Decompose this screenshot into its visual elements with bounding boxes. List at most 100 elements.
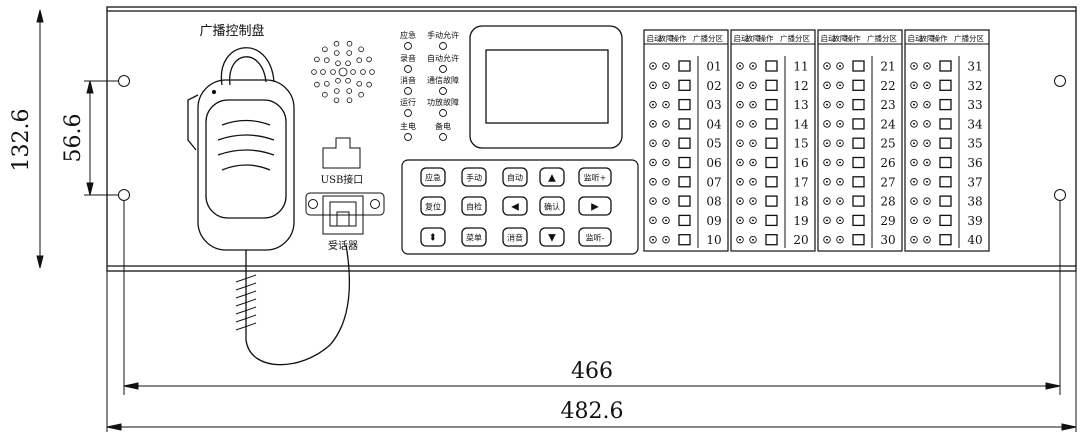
keypad-button-label: ▲	[548, 173, 556, 184]
zone-fault-lamp	[836, 178, 844, 186]
zone-number: 32	[967, 79, 982, 93]
keypad-button[interactable]	[461, 196, 487, 216]
microphone[interactable]	[187, 47, 351, 366]
zone-start-lamp	[823, 62, 831, 70]
zone-start-lamp-center	[652, 142, 654, 145]
keypad-button[interactable]	[461, 227, 487, 247]
zone-start-lamp	[823, 120, 831, 128]
zone-operate-button[interactable]	[678, 98, 691, 111]
zone-operate-button[interactable]	[765, 176, 778, 188]
zone-operate-button[interactable]	[678, 156, 691, 169]
zone-panel	[730, 29, 816, 252]
zone-start-lamp-center	[826, 122, 828, 125]
speaker-dot	[314, 81, 320, 88]
indicator-label: 录音	[400, 53, 416, 63]
keypad-button[interactable]	[420, 227, 446, 247]
zone-operate-button[interactable]	[765, 60, 778, 72]
keypad: 应急手动自动▲监听+复位自检◀确认▶⬍菜单消音▼监听-	[420, 167, 612, 247]
zone-operate-button[interactable]	[765, 79, 778, 91]
zone-operate-button[interactable]	[939, 98, 952, 111]
zone-start-lamp-center	[652, 122, 654, 125]
zone-operate-button[interactable]	[939, 195, 952, 207]
zone-operate-button[interactable]	[852, 214, 865, 227]
zone-operate-button[interactable]	[678, 234, 691, 246]
zone-operate-button[interactable]	[852, 79, 865, 91]
zone-number: 23	[880, 98, 895, 112]
zone-operate-button[interactable]	[852, 137, 865, 149]
zone-start-lamp	[649, 62, 657, 70]
zone-operate-button[interactable]	[939, 79, 952, 91]
zone-operate-button[interactable]	[939, 234, 952, 246]
speaker-dot	[346, 88, 353, 94]
zone-operate-button[interactable]	[852, 98, 865, 111]
zone-fault-lamp-center	[752, 84, 754, 87]
keypad-button[interactable]	[502, 167, 528, 187]
zone-operate-button[interactable]	[765, 118, 778, 130]
zone-operate-button[interactable]	[852, 176, 865, 188]
usb-port[interactable]	[322, 137, 361, 169]
keypad-button[interactable]	[502, 196, 528, 216]
zone-fault-lamp-center	[665, 161, 667, 164]
keypad-button[interactable]	[578, 196, 612, 216]
zone-start-lamp-center	[652, 103, 654, 106]
zone-start-lamp	[736, 81, 744, 90]
zone-operate-button[interactable]	[678, 214, 691, 227]
zone-number: 03	[706, 98, 721, 112]
zone-number: 12	[793, 79, 808, 93]
zone-operate-button[interactable]	[678, 195, 691, 207]
indicator-label: 自动允许	[427, 53, 459, 63]
zone-operate-button[interactable]	[852, 60, 865, 72]
keypad-button[interactable]	[539, 196, 565, 216]
zone-operate-button[interactable]	[765, 137, 778, 149]
zone-fault-lamp-center	[665, 238, 667, 241]
mic-title: 广播控制盘	[199, 23, 264, 39]
zone-operate-button[interactable]	[939, 156, 952, 169]
zone-operate-button[interactable]	[939, 137, 952, 149]
zone-fault-lamp-center	[752, 103, 754, 106]
zone-start-lamp-center	[826, 180, 828, 183]
speaker-dot	[366, 81, 372, 88]
zone-header-label: 广播分区	[954, 33, 984, 43]
zone-operate-button[interactable]	[678, 79, 691, 91]
zone-operate-button[interactable]	[939, 214, 952, 227]
zone-fault-lamp	[749, 62, 757, 70]
zone-operate-button[interactable]	[939, 118, 952, 130]
zone-operate-button[interactable]	[678, 176, 691, 188]
zone-fault-lamp	[923, 81, 931, 90]
indicator-lamp	[404, 133, 412, 141]
zone-start-lamp	[736, 158, 744, 167]
zone-operate-button[interactable]	[852, 234, 865, 246]
zone-operate-button[interactable]	[852, 195, 865, 207]
zone-operate-button[interactable]	[678, 137, 691, 149]
zone-operate-button[interactable]	[765, 195, 778, 207]
zone-fault-lamp	[749, 81, 757, 90]
zone-operate-button[interactable]	[765, 98, 778, 111]
cable-coil	[235, 274, 257, 331]
keypad-button[interactable]	[539, 227, 565, 247]
zone-operate-button[interactable]	[678, 118, 691, 130]
keypad-button[interactable]	[420, 196, 446, 216]
keypad-button[interactable]	[461, 167, 487, 187]
zone-fault-lamp	[923, 197, 931, 205]
zone-operate-button[interactable]	[678, 60, 691, 72]
keypad-button[interactable]	[578, 167, 612, 187]
zone-fault-lamp-center	[839, 103, 841, 106]
zone-operate-button[interactable]	[852, 156, 865, 169]
zone-operate-button[interactable]	[939, 60, 952, 72]
zone-start-lamp-center	[652, 219, 654, 222]
handset-socket[interactable]	[305, 192, 385, 235]
zone-start-lamp-center	[739, 161, 741, 164]
zone-panel	[643, 29, 729, 252]
zone-operate-button[interactable]	[939, 176, 952, 188]
zone-number: 29	[880, 214, 895, 228]
zone-operate-button[interactable]	[765, 156, 778, 169]
keypad-button[interactable]	[578, 227, 612, 247]
keypad-button[interactable]	[502, 227, 528, 247]
indicator-lamp	[404, 109, 412, 117]
zone-start-lamp-center	[826, 103, 828, 106]
zone-operate-button[interactable]	[765, 234, 778, 246]
keypad-button[interactable]	[420, 167, 446, 187]
zone-operate-button[interactable]	[852, 118, 865, 130]
keypad-button[interactable]	[539, 167, 565, 187]
zone-operate-button[interactable]	[765, 214, 778, 227]
